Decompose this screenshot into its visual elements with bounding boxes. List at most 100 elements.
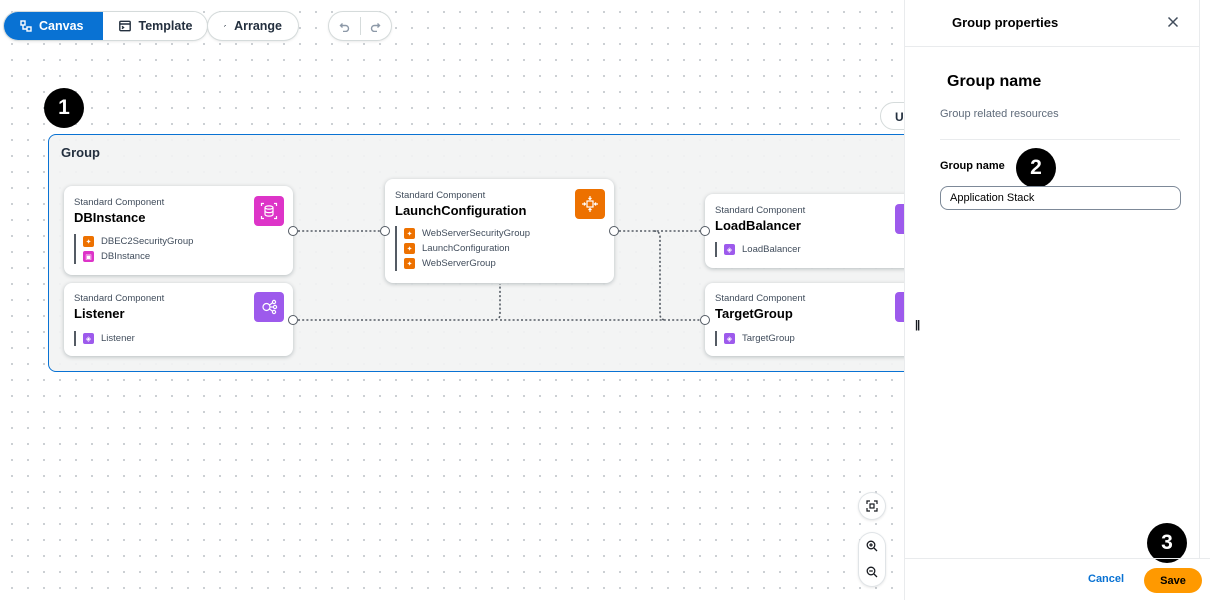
component-card-listener[interactable]: Standard Component Listener ◈ Listener xyxy=(64,283,293,356)
resource-label: DBEC2SecurityGroup xyxy=(101,236,194,247)
component-card-launchconfiguration[interactable]: Standard Component LaunchConfiguration ✦… xyxy=(385,179,614,283)
connection-port[interactable] xyxy=(380,226,390,236)
section-description: Group related resources xyxy=(940,108,1059,120)
autoscaling-group-resource-icon: ✦ xyxy=(404,258,415,269)
autoscaling-icon xyxy=(575,189,605,219)
redo-icon xyxy=(371,22,381,32)
resource-list: ◈ Listener xyxy=(74,331,135,346)
resource-item[interactable]: ✦ DBEC2SecurityGroup xyxy=(83,234,193,249)
database-icon xyxy=(254,196,284,226)
step-badge-3: 3 xyxy=(1147,523,1187,563)
arrange-button[interactable]: Arrange xyxy=(208,12,298,40)
design-canvas[interactable]: Canvas Template Arrange 1 Ur xyxy=(0,0,904,600)
resource-item[interactable]: ✦ LaunchConfiguration xyxy=(404,241,530,256)
save-button[interactable]: Save xyxy=(1144,568,1202,593)
resource-item[interactable]: ▣ DBInstance xyxy=(83,249,193,264)
component-name: DBInstance xyxy=(74,210,146,225)
history-controls xyxy=(329,12,391,40)
resource-list: ✦ DBEC2SecurityGroup ▣ DBInstance xyxy=(74,234,193,264)
tab-template-label: Template xyxy=(138,19,193,33)
tab-template[interactable]: Template xyxy=(103,12,208,40)
component-kind: Standard Component xyxy=(74,197,165,208)
load-balancer-icon xyxy=(895,204,904,234)
history-divider xyxy=(359,17,361,35)
edge-launchconfig-targetgroup xyxy=(653,230,667,321)
partial-toolbar-button[interactable]: Ur xyxy=(880,102,904,130)
security-group-icon: ✦ xyxy=(83,236,94,247)
close-icon xyxy=(1167,16,1179,28)
resource-label: WebServerSecurityGroup xyxy=(422,228,531,239)
tab-canvas[interactable]: Canvas xyxy=(4,12,104,40)
fit-view-button[interactable] xyxy=(859,493,885,519)
resource-label: LoadBalancer xyxy=(742,244,801,255)
close-button[interactable] xyxy=(1164,13,1182,31)
panel-header: Group properties xyxy=(905,0,1199,47)
connection-port[interactable] xyxy=(609,226,619,236)
resource-label: DBInstance xyxy=(101,251,151,262)
undo-icon xyxy=(339,22,349,32)
resource-list: ◈ LoadBalancer xyxy=(715,242,801,257)
footer-divider xyxy=(905,558,1210,559)
resource-item[interactable]: ✦ WebServerSecurityGroup xyxy=(404,226,530,241)
listener-resource-icon: ◈ xyxy=(83,333,94,344)
component-name: LaunchConfiguration xyxy=(395,203,527,218)
network-icon xyxy=(254,292,284,322)
panel-title: Group properties xyxy=(952,15,1059,30)
resource-label: Listener xyxy=(101,333,135,344)
resource-item[interactable]: ◈ Listener xyxy=(83,331,135,346)
component-name: Listener xyxy=(74,306,125,321)
resource-item[interactable]: ◈ LoadBalancer xyxy=(724,242,801,257)
zoom-in-button[interactable] xyxy=(859,533,885,559)
resource-label: TargetGroup xyxy=(742,333,795,344)
component-card-loadbalancer[interactable]: Standard Component LoadBalancer ◈ LoadBa… xyxy=(705,194,904,268)
component-card-targetgroup[interactable]: Standard Component TargetGroup ◈ TargetG… xyxy=(705,283,904,356)
component-kind: Standard Component xyxy=(715,205,806,216)
resize-handle-icon[interactable]: || xyxy=(915,319,920,331)
security-group-icon: ✦ xyxy=(404,228,415,239)
zoom-controls xyxy=(859,533,885,586)
edge-listener-targetgroup xyxy=(298,284,501,321)
target-group-icon xyxy=(895,292,904,322)
component-name: LoadBalancer xyxy=(715,218,801,233)
arrange-label: Arrange xyxy=(234,19,282,33)
group-label: Group xyxy=(61,145,100,160)
step-badge-2: 2 xyxy=(1016,148,1056,188)
view-mode-toggle: Canvas Template xyxy=(4,12,208,40)
template-icon xyxy=(119,20,132,32)
resource-item[interactable]: ✦ WebServerGroup xyxy=(404,256,530,271)
resource-list: ✦ WebServerSecurityGroup ✦ LaunchConfigu… xyxy=(395,226,530,271)
section-heading: Group name xyxy=(947,73,1042,90)
redo-button[interactable] xyxy=(361,12,392,40)
connection-port[interactable] xyxy=(288,226,298,236)
launch-config-resource-icon: ✦ xyxy=(404,243,415,254)
section-divider xyxy=(940,139,1180,140)
component-kind: Standard Component xyxy=(715,293,806,304)
undo-button[interactable] xyxy=(329,12,360,40)
component-kind: Standard Component xyxy=(395,190,486,201)
fit-view-icon xyxy=(866,500,878,512)
zoom-in-icon xyxy=(866,540,878,552)
group-name-label: Group name xyxy=(940,160,1005,172)
arrange-icon xyxy=(224,25,227,27)
component-name: TargetGroup xyxy=(715,306,793,321)
target-group-resource-icon: ◈ xyxy=(724,333,735,344)
resource-item[interactable]: ◈ TargetGroup xyxy=(724,331,795,346)
tab-canvas-label: Canvas xyxy=(39,19,84,33)
step-badge-1: 1 xyxy=(44,88,84,128)
connection-lines xyxy=(298,230,700,321)
connection-port[interactable] xyxy=(288,315,298,325)
zoom-out-button[interactable] xyxy=(859,559,885,585)
connection-port[interactable] xyxy=(700,226,710,236)
db-resource-icon: ▣ xyxy=(83,251,94,262)
panel-scroll-rail xyxy=(1199,0,1200,558)
group-name-input[interactable] xyxy=(940,186,1181,210)
load-balancer-resource-icon: ◈ xyxy=(724,244,735,255)
canvas-icon xyxy=(20,20,32,32)
group-properties-panel: Group properties || Group name Group rel… xyxy=(904,0,1210,600)
cancel-button[interactable]: Cancel xyxy=(1088,573,1125,585)
resource-label: WebServerGroup xyxy=(422,258,496,269)
component-card-dbinstance[interactable]: Standard Component DBInstance ✦ DBEC2Sec… xyxy=(64,186,293,275)
resource-list: ◈ TargetGroup xyxy=(715,331,795,346)
resource-label: LaunchConfiguration xyxy=(422,243,510,254)
connection-port[interactable] xyxy=(700,315,710,325)
